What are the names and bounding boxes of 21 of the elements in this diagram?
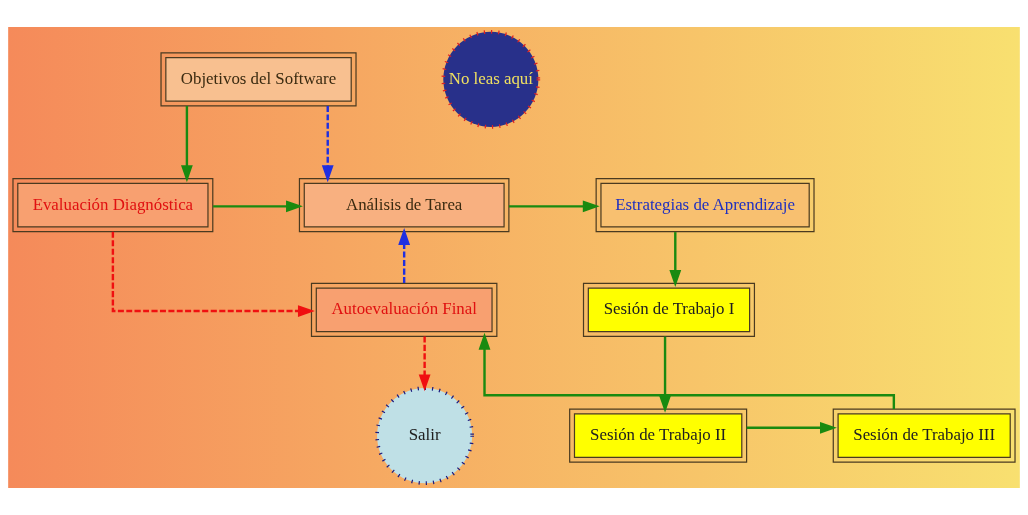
node-box: Sesión de Trabajo II [569,408,748,463]
arrow [746,421,837,434]
node-box: Sesión de Trabajo III [832,408,1016,463]
node-box: Análisis de Tarea [298,178,510,233]
arrow [478,332,896,409]
node-circle: Salir [375,386,474,485]
node-box: Autoevaluación Final [310,282,498,337]
arrow [509,200,600,213]
arrow [213,200,303,213]
node-box: Objetivos del Software [160,52,357,107]
node-circle: No leas aquí [441,30,541,129]
arrow [181,106,193,183]
node-box: Sesión de Trabajo I [582,282,756,337]
arrow [418,336,431,392]
arrow [669,232,682,287]
arrow [321,106,334,183]
node-box: Estrategias de Aprendizaje [595,178,815,233]
arrow [398,228,411,283]
arrow [111,231,315,317]
node-box: Evaluación Diagnóstica [12,178,214,233]
arrow [659,336,671,413]
